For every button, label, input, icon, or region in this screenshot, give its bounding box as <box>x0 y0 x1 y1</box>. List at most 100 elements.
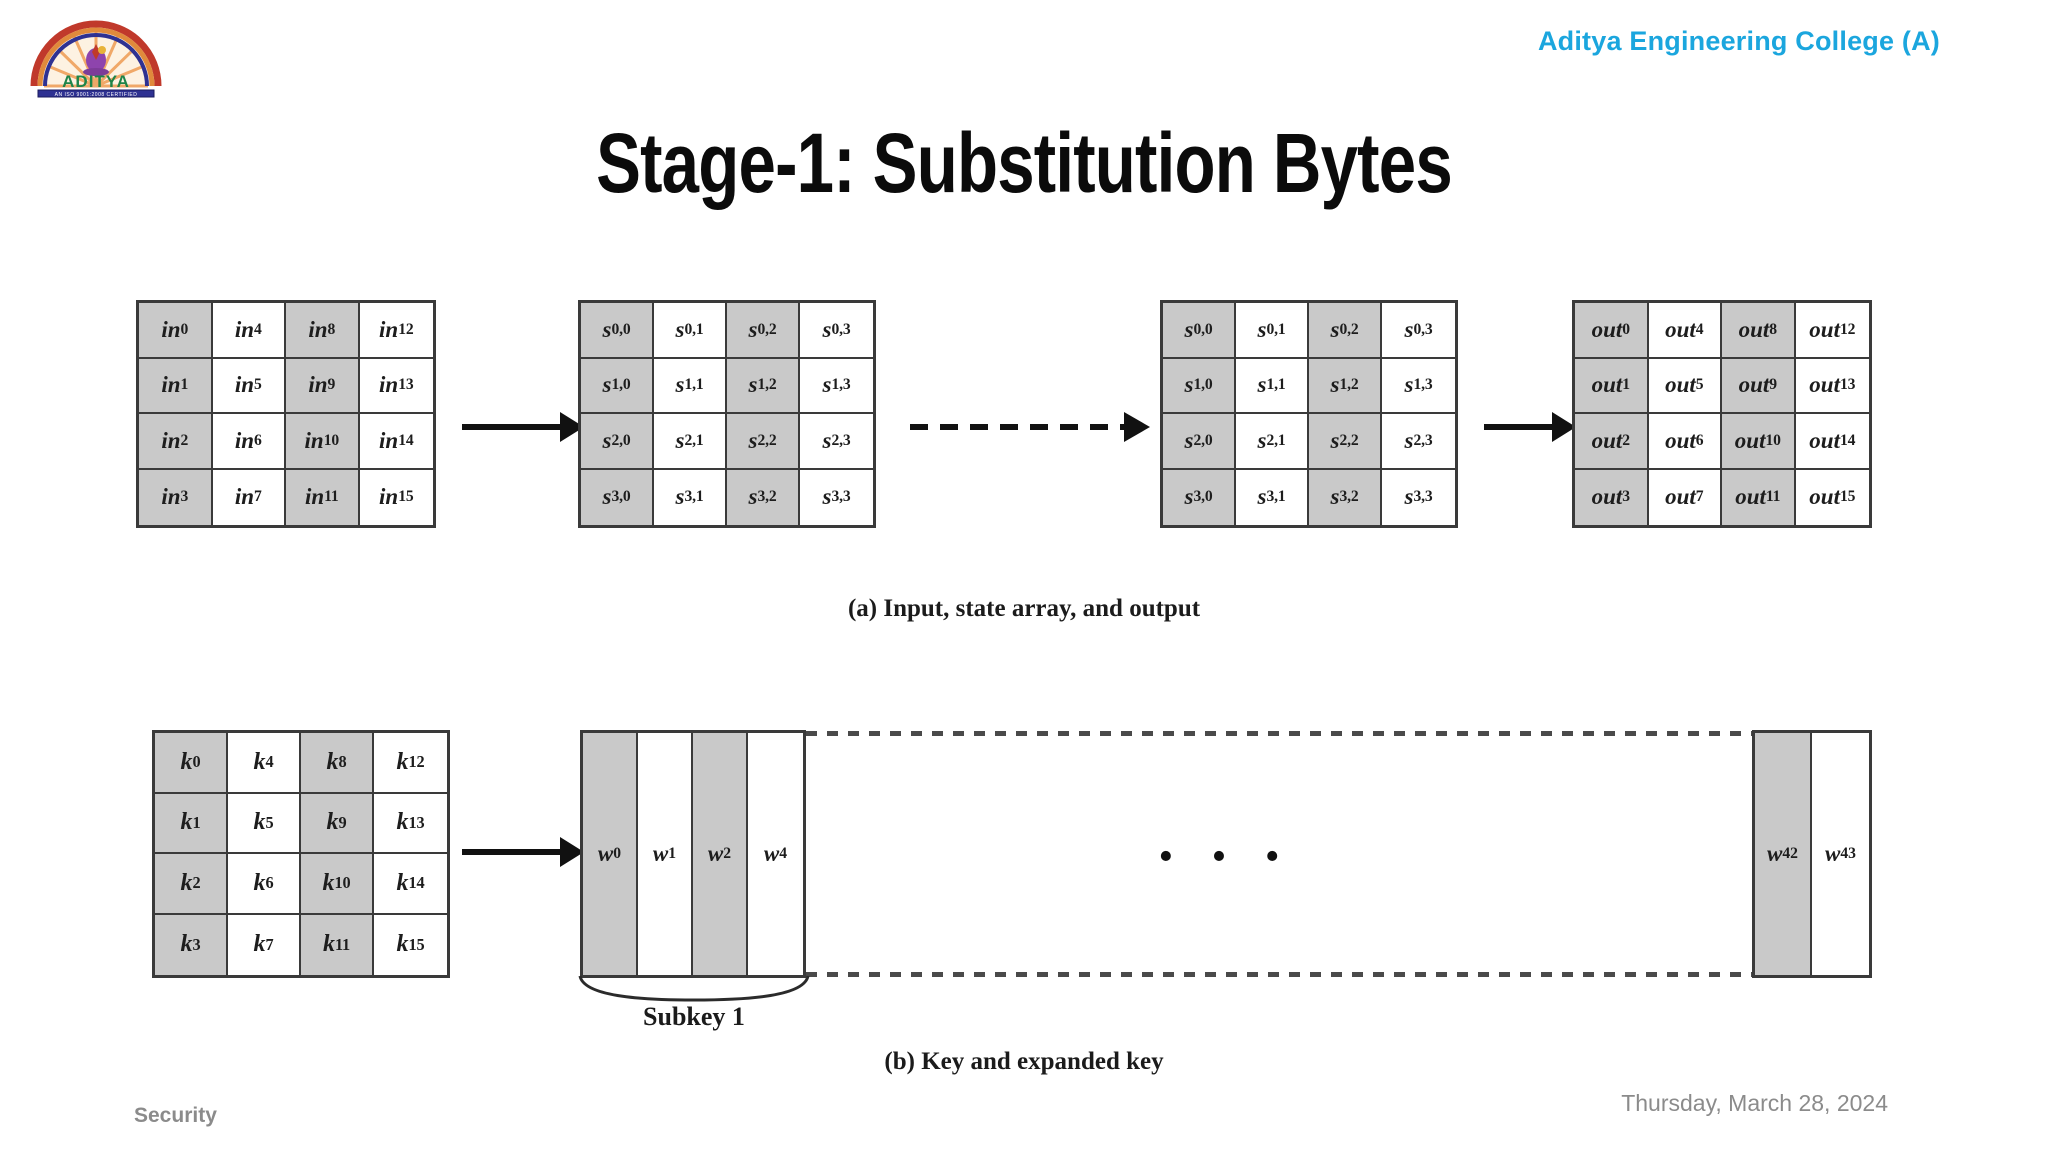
cell-subscript: 1 <box>1622 376 1630 394</box>
cell-subscript: 0,1 <box>1266 320 1286 338</box>
arrow-input-to-state-icon <box>462 412 584 442</box>
cell-subscript: 6 <box>254 431 262 449</box>
arrow-state-to-output-icon <box>1484 412 1576 442</box>
cell-subscript: 2,2 <box>1339 431 1359 449</box>
subkey-label: Subkey 1 <box>643 1002 745 1031</box>
cell-subscript: 10 <box>1765 431 1781 449</box>
cell-subscript: 1,3 <box>831 376 851 394</box>
cell-subscript: 14 <box>408 873 425 893</box>
expanded-key-ellipsis: • • • <box>1158 834 1294 880</box>
college-name-label: Aditya Engineering College (A) <box>1537 26 1940 56</box>
cell-subscript: 3,3 <box>1413 488 1433 506</box>
cell-subscript: 3,2 <box>757 488 777 506</box>
cell-subscript: 9 <box>338 812 347 832</box>
cell-subscript: 1,2 <box>1339 376 1359 394</box>
cell-subscript: 11 <box>334 934 350 954</box>
footer-subject-label: Security <box>134 1104 217 1127</box>
cell-subscript: 1,1 <box>684 376 704 394</box>
svg-text:ADITYA: ADITYA <box>62 72 130 91</box>
cell-subscript: 2,2 <box>757 431 777 449</box>
cell-subscript: 2,1 <box>684 431 704 449</box>
cell-subscript: 2 <box>180 431 189 449</box>
cell-subscript: 13 <box>1839 376 1856 394</box>
cell-subscript: 12 <box>408 752 425 772</box>
expanded-key-dash-bottom <box>806 972 1752 977</box>
word-subscript: 1 <box>668 845 677 862</box>
arrow-rounds-dashed-icon <box>910 412 1150 442</box>
word-subscript: 0 <box>613 845 622 862</box>
cell-subscript: 4 <box>265 752 274 772</box>
figure-caption-b: (b) Key and expanded key <box>884 1048 1164 1075</box>
cell-subscript: 0,0 <box>611 320 631 338</box>
svg-text:AN ISO 9001:2008 CERTIFIED: AN ISO 9001:2008 CERTIFIED <box>55 92 138 98</box>
cell-subscript: 8 <box>1769 320 1777 338</box>
cell-subscript: 0,1 <box>684 320 704 338</box>
cell-subscript: 9 <box>327 376 336 394</box>
cell-subscript: 0,2 <box>757 320 777 338</box>
cell-subscript: 8 <box>338 752 347 772</box>
cell-subscript: 15 <box>1839 488 1856 506</box>
expanded-key-dash-top <box>806 731 1752 736</box>
cell-subscript: 5 <box>254 376 262 394</box>
word-subscript: 43 <box>1840 845 1856 862</box>
cell-subscript: 3 <box>1622 488 1630 506</box>
arrow-key-to-expanded-icon <box>462 837 584 867</box>
cell-subscript: 14 <box>398 431 414 449</box>
cell-subscript: 1,0 <box>1193 376 1213 394</box>
cell-subscript: 2,1 <box>1266 431 1286 449</box>
cell-subscript: 8 <box>327 320 336 338</box>
cell-subscript: 2,3 <box>1413 431 1433 449</box>
cell-subscript: 2 <box>1622 431 1630 449</box>
cell-subscript: 1,3 <box>1413 376 1433 394</box>
cell-subscript: 1,2 <box>757 376 777 394</box>
